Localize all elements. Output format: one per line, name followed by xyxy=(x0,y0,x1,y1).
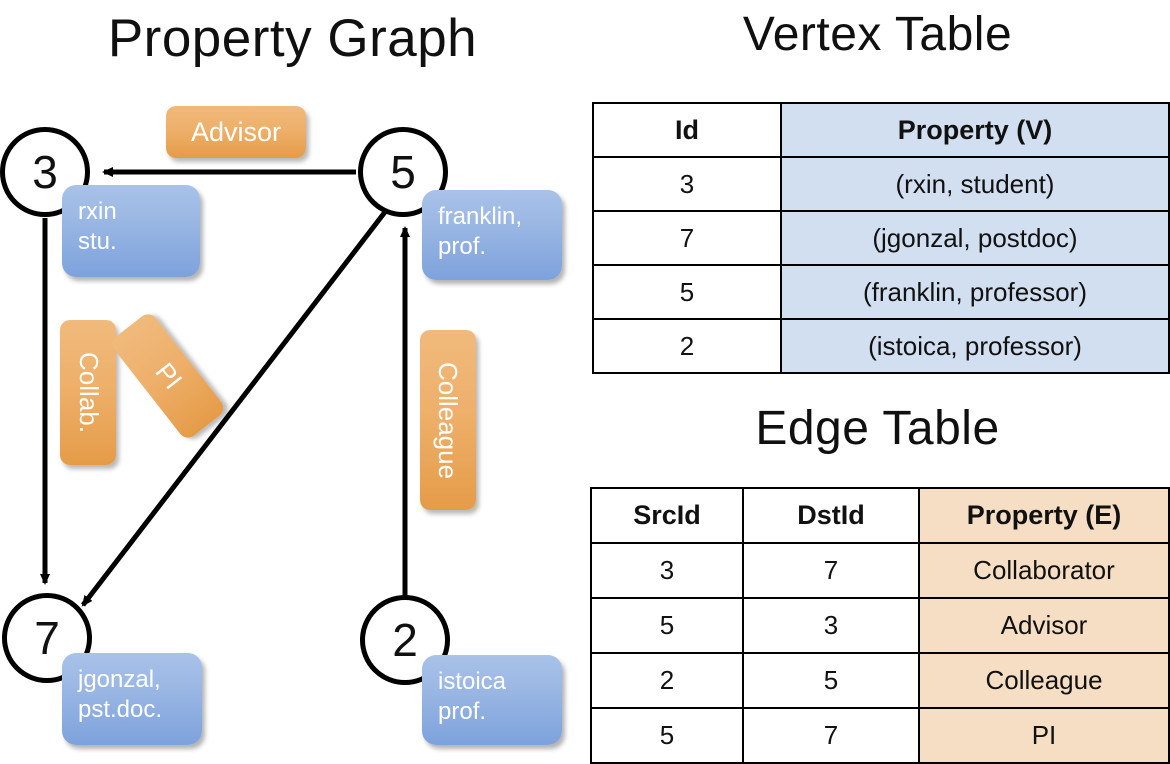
edge-cell-srcid: 5 xyxy=(590,707,744,764)
vertex-cell-property: (rxin, student) xyxy=(780,156,1170,212)
table-header-row: SrcId DstId Property (E) xyxy=(590,487,1170,544)
vertex-col-header-property: Property (V) xyxy=(780,102,1170,158)
edge-col-header-srcid: SrcId xyxy=(590,487,744,544)
table-row: 3 7 Collaborator xyxy=(590,542,1170,599)
edge-label-text-collab: Collab. xyxy=(73,352,104,433)
table-row: 3 (rxin, student) xyxy=(592,156,1170,212)
table-row: 5 7 PI xyxy=(590,707,1170,764)
edge-col-header-property: Property (E) xyxy=(918,487,1170,544)
vertex-cell-id: 3 xyxy=(592,156,782,212)
table-row: 2 (istoica, professor) xyxy=(592,318,1170,374)
vertex-property-box-jgonzal: jgonzal, pst.doc. xyxy=(62,653,202,745)
vertex-property-box-istoica: istoica prof. xyxy=(422,655,562,745)
page-title-property-graph: Property Graph xyxy=(107,9,478,68)
edge-cell-srcid: 2 xyxy=(590,652,744,709)
vertex-cell-property: (jgonzal, postdoc) xyxy=(780,210,1170,266)
edge-cell-property: Advisor xyxy=(918,597,1170,654)
graph-node-2[interactable]: 2 xyxy=(360,595,450,685)
edge-table: SrcId DstId Property (E) 3 7 Collaborato… xyxy=(590,487,1170,764)
vertex-table: Id Property (V) 3 (rxin, student) 7 (jgo… xyxy=(592,102,1170,374)
vertex-col-header-id: Id xyxy=(592,102,782,158)
edge-label-box-collab: Collab. xyxy=(60,320,116,465)
edge-label-text-pi: PI xyxy=(149,356,188,395)
page-title-edge-table: Edge Table xyxy=(755,402,1000,455)
edge-cell-srcid: 3 xyxy=(590,542,744,599)
vertex-cell-id: 5 xyxy=(592,264,782,320)
table-header-row: Id Property (V) xyxy=(592,102,1170,158)
edge-cell-dstid: 7 xyxy=(742,707,920,764)
graph-edges-layer xyxy=(40,167,410,607)
table-row: 2 5 Colleague xyxy=(590,652,1170,709)
vertex-cell-id: 7 xyxy=(592,210,782,266)
table-row: 7 (jgonzal, postdoc) xyxy=(592,210,1170,266)
vertex-property-box-rxin: rxin stu. xyxy=(62,185,200,277)
vertex-cell-property: (istoica, professor) xyxy=(780,318,1170,374)
edge-cell-property: PI xyxy=(918,707,1170,764)
edge-pi-5-to-7 xyxy=(81,210,387,607)
page-title-vertex-table: Vertex Table xyxy=(742,8,1013,61)
edge-label-box-colleague: Colleague xyxy=(420,330,476,510)
vertex-property-box-franklin: franklin, prof. xyxy=(422,190,562,280)
vertex-cell-property: (franklin, professor) xyxy=(780,264,1170,320)
edge-cell-dstid: 5 xyxy=(742,652,920,709)
edge-cell-property: Collaborator xyxy=(918,542,1170,599)
edge-cell-dstid: 3 xyxy=(742,597,920,654)
property-graph-panel: Property Graph 3 5 7 2 rxin stu. frankli… xyxy=(0,0,585,760)
edge-cell-property: Colleague xyxy=(918,652,1170,709)
edge-col-header-dstid: DstId xyxy=(742,487,920,544)
table-row: 5 3 Advisor xyxy=(590,597,1170,654)
edge-cell-dstid: 7 xyxy=(742,542,920,599)
graph-node-5[interactable]: 5 xyxy=(358,127,448,217)
edge-cell-srcid: 5 xyxy=(590,597,744,654)
table-row: 5 (franklin, professor) xyxy=(592,264,1170,320)
edge-label-text-colleague: Colleague xyxy=(433,361,464,479)
vertex-cell-id: 2 xyxy=(592,318,782,374)
edge-label-box-advisor: Advisor xyxy=(166,106,306,158)
